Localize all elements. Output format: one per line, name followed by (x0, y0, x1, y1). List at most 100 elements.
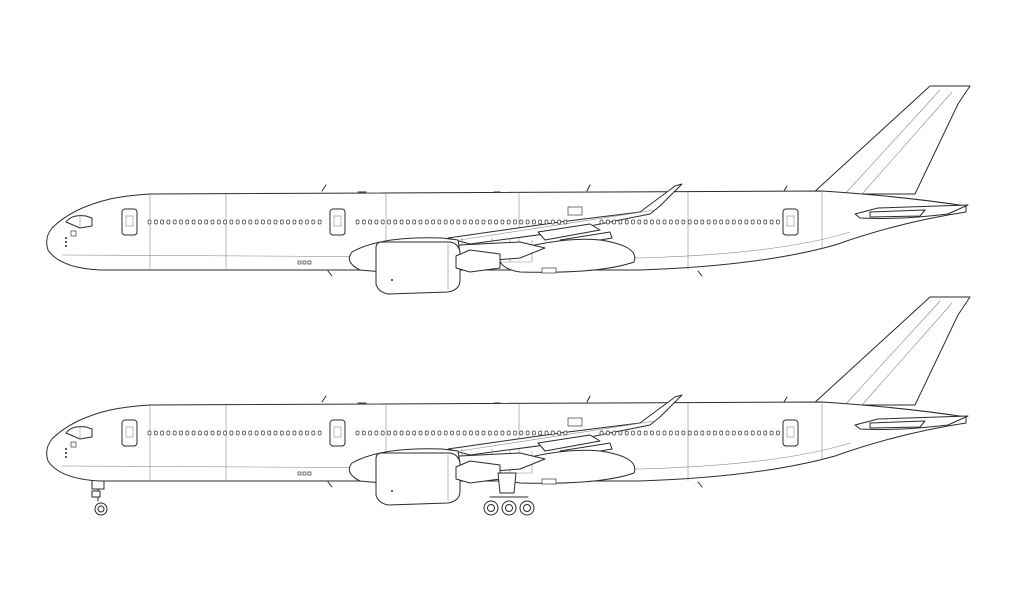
cabin-window (286, 219, 290, 225)
cabin-window (668, 219, 673, 225)
cabin-window (494, 219, 498, 225)
cabin-window (532, 430, 536, 436)
cabin-window (469, 430, 473, 436)
cabin-window (738, 430, 742, 436)
cabin-window (650, 430, 654, 436)
cabin-window (279, 219, 284, 225)
cabin-window (267, 430, 272, 436)
cabin-window (469, 219, 473, 225)
cabin-window (191, 219, 196, 225)
cabin-window (424, 430, 429, 436)
cabin-windows-top (147, 219, 780, 225)
cabin-window (624, 430, 629, 436)
cabin-window (713, 430, 717, 436)
cabin-window (261, 430, 265, 436)
cabin-window (229, 430, 234, 436)
cabin-window (481, 219, 486, 225)
cabin-window (544, 219, 549, 225)
cabin-window (513, 430, 517, 436)
cabin-window (694, 430, 698, 436)
cabin-window (750, 219, 755, 225)
cabin-window (563, 430, 568, 436)
cabin-window (305, 430, 309, 436)
cabin-window (637, 430, 642, 436)
cabin-window (393, 219, 398, 225)
cabin-window (223, 430, 227, 436)
cabin-window (242, 430, 246, 436)
cabin-window (443, 219, 448, 225)
cabin-window (355, 219, 360, 225)
cabin-window (713, 219, 717, 225)
cabin-window (462, 219, 467, 225)
cabin-window (731, 430, 736, 436)
cabin-window (368, 219, 372, 225)
cabin-window (418, 219, 423, 225)
cabin-window (292, 430, 297, 436)
cabin-window (487, 430, 492, 436)
aircraft-gear-retracted-view (46, 85, 971, 295)
cabin-window (769, 430, 774, 436)
cabin-window (273, 430, 278, 436)
cabin-window (656, 219, 661, 225)
cabin-window (305, 219, 309, 225)
cabin-window (166, 430, 171, 436)
cabin-window (557, 219, 561, 225)
cabin-window (235, 430, 240, 436)
cabin-window (147, 430, 152, 436)
cabin-window (694, 219, 698, 225)
cabin-window (298, 430, 303, 436)
cabin-window (550, 219, 555, 225)
cabin-window (750, 430, 755, 436)
cabin-window (361, 430, 366, 436)
cabin-window (612, 430, 616, 436)
cabin-window (160, 430, 164, 436)
cabin-window (631, 219, 635, 225)
cabin-window (605, 219, 610, 225)
cabin-window (406, 219, 410, 225)
cabin-window (513, 219, 517, 225)
cabin-window (229, 219, 234, 225)
aircraft-gear-extended-view (46, 296, 971, 516)
cabin-window (599, 430, 604, 436)
cabin-window (538, 219, 543, 225)
cabin-window (437, 219, 442, 225)
cabin-window (311, 430, 316, 436)
cabin-window (166, 219, 171, 225)
cabin-window (668, 430, 673, 436)
cabin-window (185, 430, 190, 436)
cabin-window (650, 219, 654, 225)
cabin-window (298, 219, 303, 225)
cabin-window (643, 219, 648, 225)
cabin-window (153, 430, 158, 436)
cabin-window (706, 219, 711, 225)
cabin-window (204, 219, 209, 225)
cabin-window (757, 219, 761, 225)
cabin-window (599, 219, 604, 225)
cabin-window (494, 430, 498, 436)
cabin-window (387, 430, 391, 436)
main-landing-gear (483, 472, 535, 516)
cabin-window (317, 219, 322, 225)
cabin-window (216, 430, 221, 436)
cabin-window (179, 430, 183, 436)
cabin-window (412, 430, 417, 436)
cabin-window (235, 219, 240, 225)
nose-landing-gear (91, 480, 108, 516)
cabin-window (557, 430, 561, 436)
cabin-window (776, 430, 780, 436)
cabin-window (643, 430, 648, 436)
cabin-window (179, 219, 183, 225)
cabin-window (406, 430, 410, 436)
cabin-window (700, 430, 705, 436)
cabin-window (393, 430, 398, 436)
cabin-window (763, 430, 768, 436)
cabin-window (738, 219, 742, 225)
cabin-window (624, 219, 629, 225)
cabin-window (248, 430, 253, 436)
cabin-window (254, 430, 259, 436)
cabin-window (355, 430, 360, 436)
cabin-window (210, 430, 215, 436)
cabin-window (380, 430, 385, 436)
